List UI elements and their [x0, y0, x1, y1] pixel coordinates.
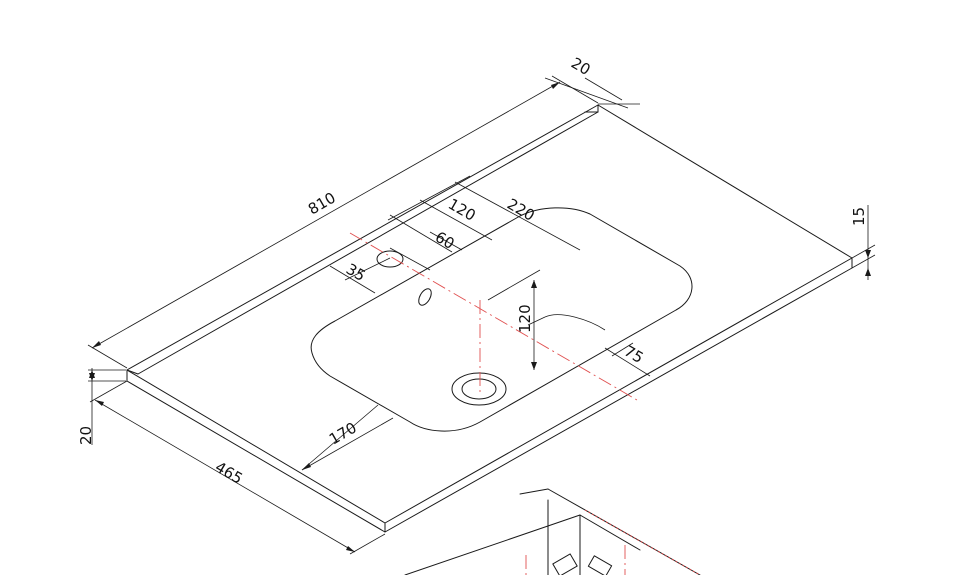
dim-bowl-right-label: 75 — [621, 342, 647, 367]
overflow-hole-icon — [418, 288, 432, 306]
drain-icon — [451, 372, 507, 406]
dim-bowl-front-label: 170 — [326, 419, 360, 449]
dim-tap-hole-offset-label: 35 — [343, 260, 369, 285]
basin-bowl — [310, 207, 693, 432]
dim-bowl-width-label: 120 — [516, 304, 534, 333]
center-lines — [349, 232, 638, 401]
dim-side-edge-label: 15 — [850, 207, 868, 226]
dim-depth-label: 465 — [212, 458, 246, 488]
tap-hole-icon — [376, 250, 404, 268]
dimension-labels: 810 465 20 20 15 120 220 60 35 120 75 17… — [77, 54, 868, 488]
dim-edge-depth-label: 20 — [568, 54, 594, 79]
dim-tap-offset-label: 60 — [432, 228, 458, 253]
dim-tap-group-label: 120 — [445, 195, 479, 225]
cabinet — [404, 488, 701, 575]
dim-length-label: 810 — [305, 189, 339, 219]
dimension-arrows — [89, 82, 871, 552]
dimension-lines — [87, 75, 876, 555]
dim-thickness-label: 20 — [77, 426, 95, 445]
dim-bowl-offset-label: 220 — [504, 195, 538, 225]
